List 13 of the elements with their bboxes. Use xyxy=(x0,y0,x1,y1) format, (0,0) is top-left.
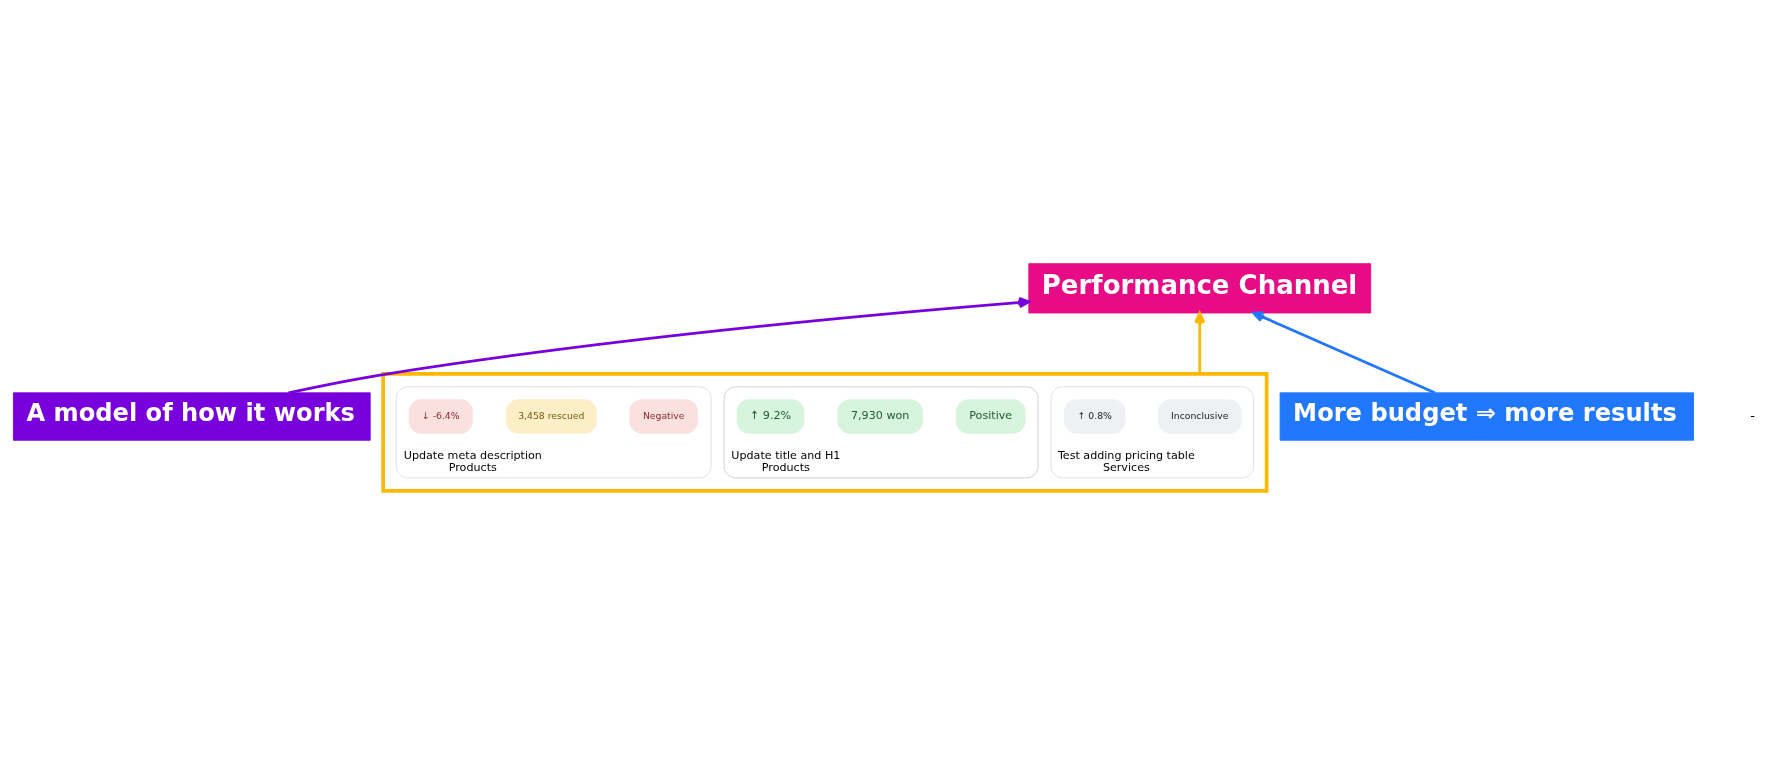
label: - xyxy=(1750,407,1755,423)
arrow xyxy=(1194,311,1206,374)
node-box: 3,458 rescued xyxy=(505,398,597,434)
node-box: ↑ 9.2% xyxy=(736,398,805,434)
cluster xyxy=(381,371,1269,493)
node-box: More budget ⇒ more results xyxy=(1279,391,1694,441)
node-box: 7,930 won xyxy=(837,398,923,434)
node-box: ↓ -6.4% xyxy=(408,398,473,434)
node-box: Positive xyxy=(955,398,1026,434)
node-box: A model of how it works xyxy=(12,391,371,441)
node-box: Negative xyxy=(629,398,699,434)
node-box: Performance Channel xyxy=(1028,262,1372,313)
arrow xyxy=(288,296,1031,394)
